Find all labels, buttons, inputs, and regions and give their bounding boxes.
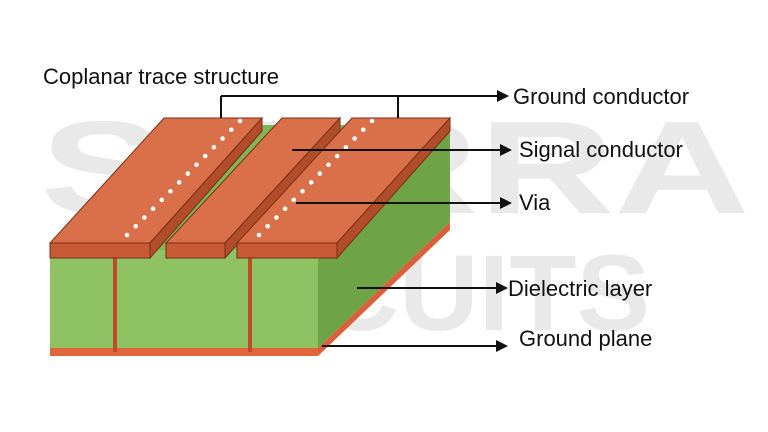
via-dot-right-10 xyxy=(334,153,340,159)
left-ground-conductor-side xyxy=(149,116,263,260)
via-dot-right-8 xyxy=(317,171,323,176)
via-dot-left-1 xyxy=(124,232,130,238)
via-dot-right-5 xyxy=(291,197,297,203)
label-dielectric-layer: Dielectric layer xyxy=(508,276,652,301)
via-dot-left-9 xyxy=(194,162,199,168)
via-dot-right-1 xyxy=(256,232,262,238)
signal-conductor-front xyxy=(165,242,226,259)
via-dot-right-9 xyxy=(326,162,331,168)
via-dot-right-3 xyxy=(274,215,279,220)
via-dot-left-11 xyxy=(211,145,217,150)
via-dots-left xyxy=(124,118,243,238)
left-ground-conductor xyxy=(48,116,264,260)
leader-lines xyxy=(292,144,512,352)
right-ground-conductor-front xyxy=(236,242,338,259)
ground-plane-arrowhead xyxy=(496,340,508,352)
right-ground-conductor-side xyxy=(336,116,451,260)
via-dot-right-4 xyxy=(282,206,288,211)
via-dot-right-2 xyxy=(265,223,271,229)
ground-plane-front xyxy=(50,348,318,356)
label-ground-plane: Ground plane xyxy=(519,326,652,351)
via-dots-right xyxy=(256,118,375,238)
via-dot-right-7 xyxy=(308,180,314,185)
via-dot-left-10 xyxy=(202,153,208,159)
label-via: Via xyxy=(519,190,551,215)
via-dot-right-11 xyxy=(343,145,349,150)
via-dot-left-2 xyxy=(133,223,138,229)
via-dot-left-5 xyxy=(159,197,165,203)
dielectric-side-face xyxy=(318,125,450,348)
via-dot-left-13 xyxy=(229,127,234,133)
via-arrowhead xyxy=(500,197,512,209)
via-dot-left-3 xyxy=(142,215,147,220)
via-dot-left-4 xyxy=(150,206,156,211)
label-ground-conductor: Ground conductor xyxy=(513,84,689,109)
via-dot-left-14 xyxy=(237,118,243,124)
via-dot-right-6 xyxy=(300,188,305,194)
via-dot-left-6 xyxy=(168,188,173,194)
label-signal-conductor: Signal conductor xyxy=(519,137,683,162)
dielectric-arrowhead xyxy=(496,282,508,294)
dielectric-front-face xyxy=(50,250,318,348)
signal-conductor-arrowhead xyxy=(500,144,512,156)
via-dot-right-14 xyxy=(369,118,375,124)
via-dot-right-12 xyxy=(352,136,357,141)
via-dot-left-7 xyxy=(176,180,182,185)
title-bracket xyxy=(220,90,509,118)
via-dot-left-12 xyxy=(220,136,225,141)
via-dot-right-13 xyxy=(361,127,366,133)
via-post-left xyxy=(113,252,117,352)
via-post-right xyxy=(248,252,252,352)
via-dot-left-8 xyxy=(185,171,191,176)
via-posts xyxy=(113,252,252,352)
left-ground-conductor-front xyxy=(49,242,151,259)
diagram-title: Coplanar trace structure xyxy=(43,64,279,89)
ground-conductor-arrowhead xyxy=(497,90,509,102)
